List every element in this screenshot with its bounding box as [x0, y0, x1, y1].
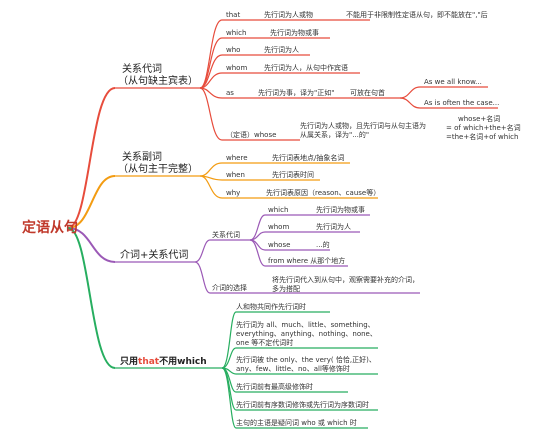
- that-only-title: 只用that不用which: [120, 356, 207, 368]
- pronoun-desc: 先行词为物或事: [270, 29, 319, 37]
- pronoun-desc: 先行词为人: [264, 46, 299, 54]
- connector-root-prep-pronoun: [67, 227, 116, 263]
- pronoun-word: that: [226, 11, 241, 19]
- relative-pronouns-title: 关系代词: [122, 64, 162, 75]
- formula-line: = of which+the+名词: [446, 124, 521, 132]
- relative-adverbs-title: 关系副词: [122, 152, 162, 163]
- prep-word: whose: [268, 241, 291, 249]
- that-only-item: 主句的主语是疑问词 who 或 which 时: [236, 419, 357, 427]
- connector-root-relative-pronouns: [67, 87, 116, 229]
- prep-pronoun-connectors: [115, 214, 420, 294]
- that-only-item: 先行词前有序数词修饰或先行词为序数词时: [236, 401, 369, 409]
- that-only-title-a: 只用: [120, 357, 139, 367]
- connector-root-that-only: [67, 227, 116, 369]
- that-only-connectors: [115, 311, 378, 429]
- prep-word: from where 从那个地方: [268, 257, 346, 265]
- that-only-title-b: that: [138, 357, 160, 367]
- relative-adverbs-connectors: [115, 162, 378, 199]
- pronoun-word: as: [226, 89, 234, 97]
- adverb-word: when: [226, 171, 245, 179]
- adverb-desc: 先行词表原因（reason、cause等）: [266, 189, 381, 197]
- pronoun-word: whom: [226, 64, 248, 72]
- example-text: As is often the case...: [424, 99, 500, 107]
- prep-choice-desc: 将先行词代入到从句中，观察需要补充的介词，多为搭配: [272, 276, 419, 293]
- prep-desc: 先行词为人: [316, 223, 351, 231]
- that-only-title-d: which: [177, 357, 207, 367]
- adverb-desc: 先行词表时间: [272, 171, 314, 179]
- relative-adverbs-subtitle: （从句主干完整）: [118, 164, 198, 175]
- pronoun-note: 不能用于非限制性定语从句，即不能放在","后: [346, 11, 488, 19]
- that-only-title-c: 不用: [159, 357, 178, 367]
- pronoun-desc: 先行词为人或物，且先行词与从句主语为从属关系，译为"...的": [300, 122, 426, 139]
- prep-choice-title: 介词的选择: [212, 284, 247, 292]
- root-title: 定语从句: [22, 220, 78, 236]
- adverb-word: why: [226, 189, 241, 197]
- prep-desc: ...的: [316, 241, 330, 249]
- that-only-item: 人和物共同作先行词时: [236, 303, 306, 311]
- adverb-desc: 先行词表地点/抽象名词: [272, 154, 345, 162]
- pronoun-desc: 先行词为人或物: [264, 11, 313, 19]
- pronoun-word: （定语）whose: [226, 131, 277, 139]
- pronoun-word: which: [226, 29, 247, 37]
- prep-word: which: [268, 206, 289, 214]
- pronoun-desc: 先行词为人，从句中作宾语: [264, 64, 348, 72]
- pronoun-desc: 先行词为事，译为"正如": [258, 89, 335, 97]
- formula-line: =the+名词+of which: [446, 133, 519, 141]
- prep-word: whom: [268, 223, 290, 231]
- example-text: As we all know...: [424, 78, 482, 86]
- adverb-word: where: [226, 154, 248, 162]
- relative-pronouns-subtitle: （从句缺主宾表）: [118, 76, 198, 87]
- prep-pronoun-title: 介词+关系代词: [120, 250, 189, 261]
- pronoun-word: who: [226, 46, 241, 54]
- connector-root-relative-adverbs: [67, 175, 116, 229]
- prep-group-title: 关系代词: [212, 231, 240, 239]
- formula-line: whose+名词: [458, 115, 501, 123]
- prep-desc: 先行词为物或事: [316, 206, 365, 214]
- pronoun-note: 可放在句首: [350, 89, 385, 97]
- that-only-item: 先行词为 all、much、little、something、everythin…: [236, 321, 377, 347]
- that-only-item: 先行词被 the only、the very( 恰恰,正好)、any、few、l…: [236, 356, 376, 373]
- that-only-item: 先行词前有最高级修饰时: [236, 383, 313, 391]
- relative-pronouns-connectors: [115, 19, 498, 141]
